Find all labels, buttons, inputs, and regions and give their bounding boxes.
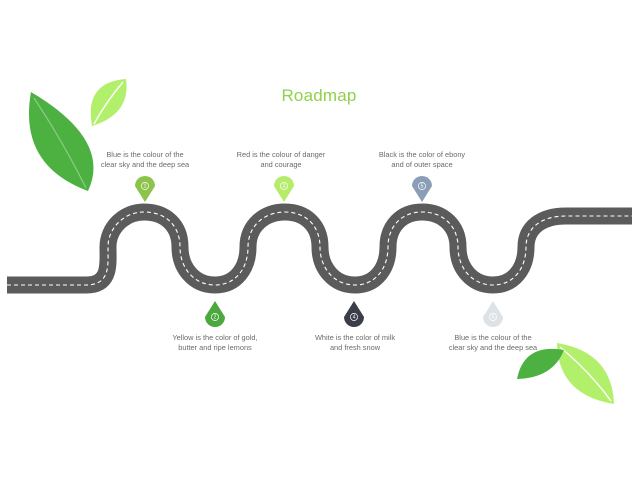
milestone-pin-5: 5: [412, 176, 432, 202]
pin-number: 1: [144, 183, 147, 189]
milestone-text-line: and courage: [260, 160, 302, 169]
pin-marker: [274, 176, 294, 202]
pin-marker: [135, 176, 155, 202]
pin-number: 4: [353, 314, 356, 320]
milestone-text-line: Yellow is the color of gold,: [172, 333, 258, 342]
milestone-pin-2: 2: [205, 301, 225, 327]
pin-number: 3: [283, 183, 286, 189]
pin-number-ring: [141, 182, 149, 190]
pin-number: 6: [492, 314, 495, 320]
milestone-text-line: butter and ripe lemons: [178, 343, 252, 352]
pin-number-ring: [418, 182, 426, 190]
pin-number: 2: [214, 314, 217, 320]
milestone-text-line: clear sky and the deep sea: [100, 160, 190, 169]
milestone-text-line: Red is the colour of danger: [236, 150, 326, 159]
pin-number: 5: [421, 183, 424, 189]
milestone-pin-1: 1: [135, 176, 155, 202]
pin-marker: [344, 301, 364, 327]
pin-marker: [205, 301, 225, 327]
milestone-text-line: and fresh snow: [329, 343, 381, 352]
leaf-top-left-large: [28, 92, 94, 191]
page-title: Roadmap: [281, 86, 357, 105]
milestone-text-line: Black is the color of ebony: [378, 150, 466, 159]
leaf-top-left-small: [90, 79, 127, 126]
milestone-pin-3: 3: [274, 176, 294, 202]
pin-number-ring: [211, 313, 219, 321]
pin-number-ring: [280, 182, 288, 190]
leaf-bottom-right-small: [517, 348, 564, 379]
pin-marker: [412, 176, 432, 202]
road: [7, 203, 632, 294]
milestone-pin-6: 6: [483, 301, 503, 327]
leaf-bottom-right-large: [557, 343, 614, 404]
milestone-text-line: Blue is the colour of the: [454, 333, 532, 342]
milestone-text-line: White is the color of milk: [314, 333, 396, 342]
milestone-pin-4: 4: [344, 301, 364, 327]
pin-marker: [483, 301, 503, 327]
milestone-text-line: and of outer space: [391, 160, 453, 169]
milestone-text-line: Blue is the colour of the: [106, 150, 184, 159]
pin-number-ring: [489, 313, 497, 321]
milestone-label-2: Yellow is the color of gold,butter and r…: [150, 333, 280, 353]
milestone-text-line: clear sky and the deep sea: [448, 343, 538, 352]
pin-number-ring: [350, 313, 358, 321]
